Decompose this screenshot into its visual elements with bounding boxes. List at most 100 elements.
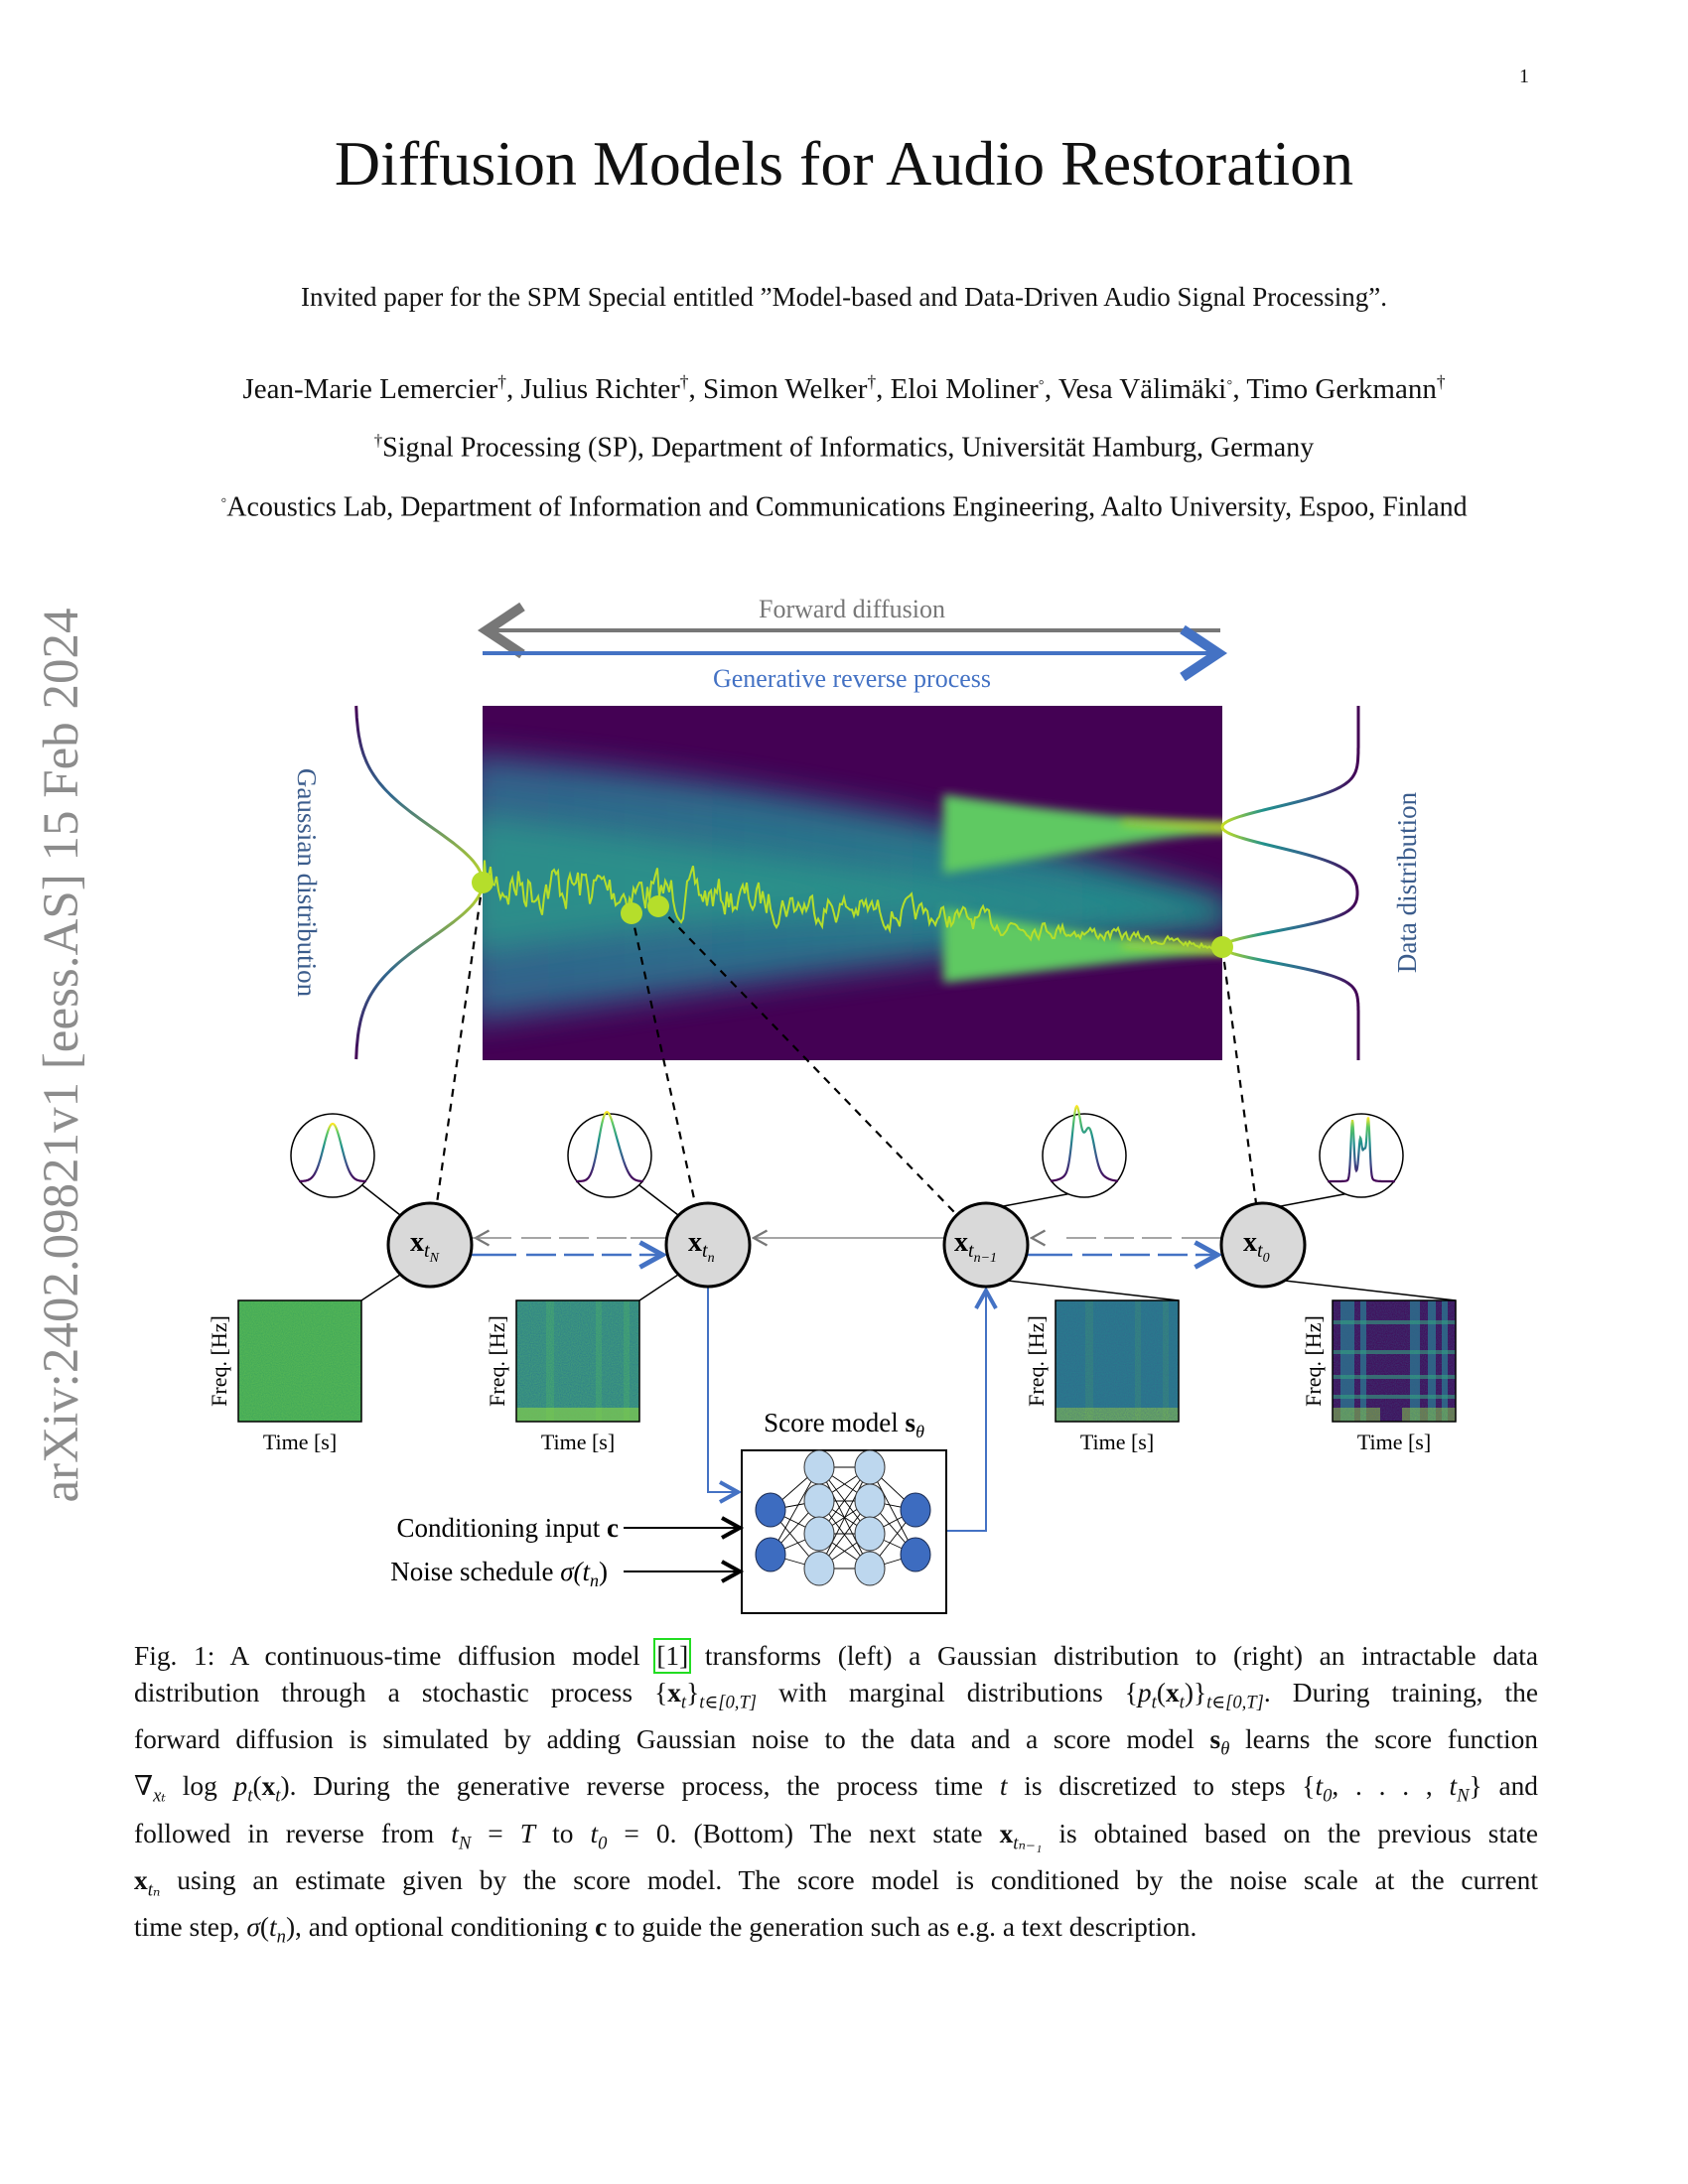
caption-line: ∇xₜ log pt(xt). During the generative re…	[134, 1768, 1538, 1815]
marginal-distribution-curve	[1328, 1117, 1395, 1183]
state-node-label: xtN	[410, 1227, 440, 1266]
sample-points	[472, 872, 1233, 958]
caption-text: = 0. (Bottom) The next state	[607, 1818, 1000, 1848]
caption-text: t	[451, 1818, 459, 1848]
affiliation-hamburg: †Signal Processing (SP), Department of I…	[373, 431, 1315, 464]
state-node-group: Freq. [Hz]Time [s] xtn−1	[942, 1104, 1180, 1454]
caption-text: t	[999, 1771, 1008, 1802]
connector-line	[638, 1274, 679, 1301]
nn-io-neuron	[755, 1492, 786, 1528]
caption-text: x	[1165, 1677, 1180, 1707]
marginal-distribution-circle	[1042, 1113, 1127, 1198]
author: Vesa Välimäki◦	[1057, 371, 1233, 405]
sample-point-tN	[472, 872, 493, 893]
caption-line: followed in reverse from tN = T to t0 = …	[134, 1816, 1538, 1862]
caption-text: xₜ	[153, 1785, 166, 1807]
nn-hidden-neuron	[803, 1449, 835, 1485]
nn-hidden-neuron	[854, 1483, 886, 1519]
caption-text: distribution through a stochastic proces…	[134, 1677, 668, 1707]
caption-text: =	[471, 1818, 520, 1848]
citation-link[interactable]: [1]	[653, 1638, 692, 1674]
caption-text: }	[686, 1677, 700, 1707]
state-node-label: xtn−1	[954, 1227, 997, 1266]
state-node-group: Freq. [Hz]Time [s]xtn	[485, 1111, 752, 1454]
caption-text: t	[680, 1692, 687, 1713]
caption-text: n	[276, 1926, 286, 1948]
caption-text: transforms (left) a Gaussian distributio…	[688, 1641, 1538, 1671]
author: Timo Gerkmann†	[1246, 371, 1446, 405]
figure-caption: Fig. 1: A continuous-time diffusion mode…	[134, 1638, 1538, 1957]
caption-text: is discretized to steps {	[1007, 1771, 1316, 1802]
caption-line: xtₙ using an estimate given by the score…	[134, 1862, 1538, 1909]
gaussian-distribution-label: Gaussian distribution	[292, 768, 322, 998]
spectrogram-freq-label: Freq. [Hz]	[1301, 1315, 1326, 1407]
nn-hidden-neuron	[803, 1483, 835, 1519]
caption-text: t	[1315, 1771, 1324, 1802]
marginal-distribution-circle	[290, 1113, 375, 1198]
author: Eloi Moliner◦	[890, 371, 1045, 405]
caption-text: x	[999, 1818, 1014, 1848]
marginal-distribution-circle	[567, 1113, 652, 1198]
caption-text: (	[259, 1912, 269, 1943]
page-number: 1	[1519, 66, 1529, 87]
state-node-label: xtn	[688, 1227, 715, 1266]
caption-text: N	[1457, 1785, 1470, 1807]
data-distribution-label: Data distribution	[1392, 791, 1422, 973]
caption-line: time step, σ(tn), and optional condition…	[134, 1909, 1538, 1956]
nn-hidden-neuron	[854, 1449, 886, 1485]
caption-text: 0	[598, 1833, 608, 1854]
caption-line: distribution through a stochastic proces…	[134, 1675, 1538, 1721]
noise-schedule-label: Noise schedule σ(tn)	[390, 1557, 608, 1590]
caption-text: t	[1179, 1692, 1185, 1713]
state-node	[942, 1201, 1030, 1289]
spectrogram: Freq. [Hz] Time [s]	[207, 1299, 362, 1454]
author: Jean-Marie Lemercier†	[242, 371, 506, 405]
caption-text: p	[233, 1771, 248, 1802]
state-node	[386, 1201, 474, 1289]
caption-line: Fig. 1: A continuous-time diffusion mode…	[134, 1638, 1538, 1675]
caption-text: t	[269, 1912, 277, 1943]
spectrogram: Freq. [Hz]Time [s]	[1024, 1299, 1180, 1454]
author-list: Jean-Marie Lemercier†, Julius Richter†, …	[242, 371, 1446, 405]
caption-text: T	[519, 1818, 536, 1848]
invited-note: Invited paper for the SPM Special entitl…	[301, 282, 1387, 312]
caption-text: x	[261, 1771, 276, 1802]
dashed-connectors	[435, 882, 1258, 1214]
sample-point-tn-1	[647, 895, 669, 917]
reverse-process-label: Generative reverse process	[713, 664, 991, 693]
caption-line: forward diffusion is simulated by adding…	[134, 1721, 1538, 1768]
caption-text: log	[166, 1771, 234, 1802]
caption-text: p	[1137, 1677, 1152, 1707]
caption-text: Fig. 1: A continuous-time diffusion mode…	[134, 1641, 657, 1671]
connector-line	[638, 1184, 679, 1216]
state-node-group: Freq. [Hz]Time [s] xt0	[1219, 1113, 1457, 1454]
caption-text: forward diffusion is simulated by adding…	[134, 1724, 1210, 1755]
spectrogram-time-label: Time [s]	[263, 1430, 337, 1454]
caption-text: c	[595, 1912, 608, 1943]
caption-text: θ	[1220, 1738, 1230, 1760]
nn-io-neuron	[900, 1537, 931, 1572]
spectrogram-freq-label: Freq. [Hz]	[485, 1315, 509, 1407]
state-node	[664, 1201, 752, 1289]
caption-text: t	[275, 1785, 281, 1807]
spectrogram: Freq. [Hz]Time [s]	[1301, 1299, 1457, 1454]
state-node	[1219, 1201, 1307, 1289]
state-node-group: Freq. [Hz] Time [s] xtN	[207, 1113, 474, 1454]
state-node-label: xt0	[1243, 1227, 1270, 1266]
caption-text: to guide the generation such as e.g. a t…	[607, 1912, 1197, 1943]
marginal-distribution-curve	[576, 1111, 643, 1183]
caption-text: t	[590, 1818, 599, 1848]
affiliation-aalto: ◦Acoustics Lab, Department of Informatio…	[220, 490, 1468, 523]
data-distribution-curve	[1220, 706, 1360, 1060]
nn-hidden-neuron	[803, 1551, 835, 1586]
nn-io-neuron	[755, 1537, 786, 1572]
caption-text: . During training, the	[1263, 1677, 1538, 1707]
gaussian-distribution-curve	[354, 705, 485, 1060]
neural-network-icon	[755, 1449, 931, 1586]
connector-line	[361, 1184, 401, 1216]
caption-text: ). During the generative reverse process…	[280, 1771, 1000, 1802]
caption-text: using an estimate given by the score mod…	[160, 1865, 1538, 1896]
spectrogram-freq-label: Freq. [Hz]	[207, 1315, 231, 1407]
paper-title: Diffusion Models for Audio Restoration	[334, 128, 1354, 199]
caption-text: , . . . ,	[1332, 1771, 1450, 1802]
